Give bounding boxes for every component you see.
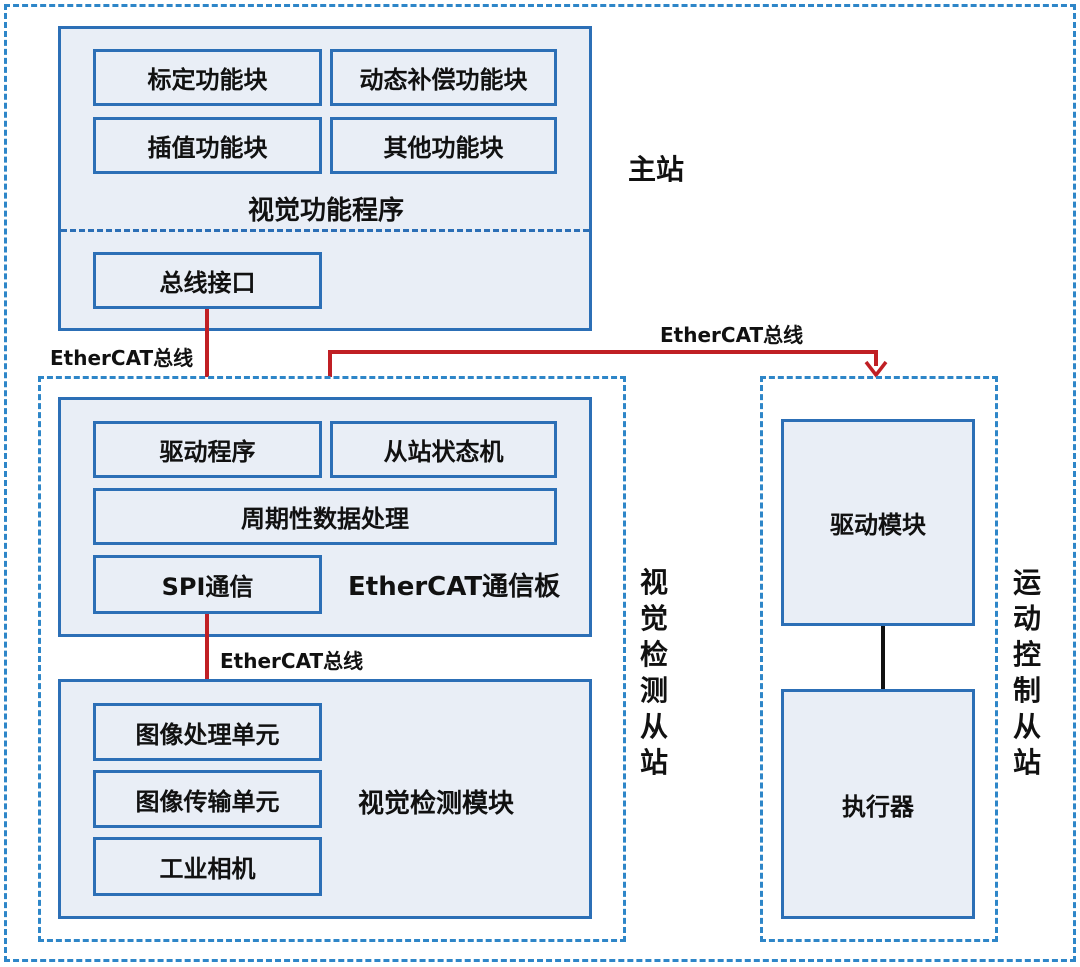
bus-arrow-head [864,360,888,378]
bus-line-down [874,350,878,366]
vision-program-label: 视觉功能程序 [248,196,405,226]
drive-actuator-connector [881,626,885,690]
slave-state-machine-block: 从站状态机 [330,421,557,478]
spi-comm-block: SPI通信 [93,555,322,614]
drive-module-block: 驱动模块 [781,419,975,626]
motion-slave-frame [760,376,998,942]
bus-interface-block: 总线接口 [93,252,322,309]
dynamic-compensation-block: 动态补偿功能块 [330,49,557,106]
bus-line-master-vision [205,309,209,377]
image-transfer-unit: 图像传输单元 [93,770,322,828]
bus-label-left: EtherCAT总线 [50,346,194,370]
interpolation-block: 插值功能块 [93,117,322,174]
industrial-camera-unit: 工业相机 [93,837,322,896]
vision-slave-frame [38,376,626,942]
outer-frame [4,4,1076,962]
bus-line-up [328,350,332,377]
other-block: 其他功能块 [330,117,557,174]
comm-board-label: EtherCAT通信板 [348,572,561,602]
bus-line-inner [205,614,209,680]
bus-label-inner: EtherCAT总线 [220,649,364,673]
image-processing-unit: 图像处理单元 [93,703,322,761]
cyclic-data-block: 周期性数据处理 [93,488,557,545]
bus-line-horizontal [328,350,878,354]
calibration-block: 标定功能块 [93,49,322,106]
master-panel-divider [61,229,589,232]
master-station-label: 主站 [628,153,685,186]
bus-label-top: EtherCAT总线 [660,323,804,347]
vision-slave-label: 视觉检测从站 [639,566,668,779]
motion-slave-label: 运动控制从站 [1012,566,1041,779]
detect-module-label: 视觉检测模块 [358,789,515,819]
actuator-block: 执行器 [781,689,975,919]
driver-program-block: 驱动程序 [93,421,322,478]
